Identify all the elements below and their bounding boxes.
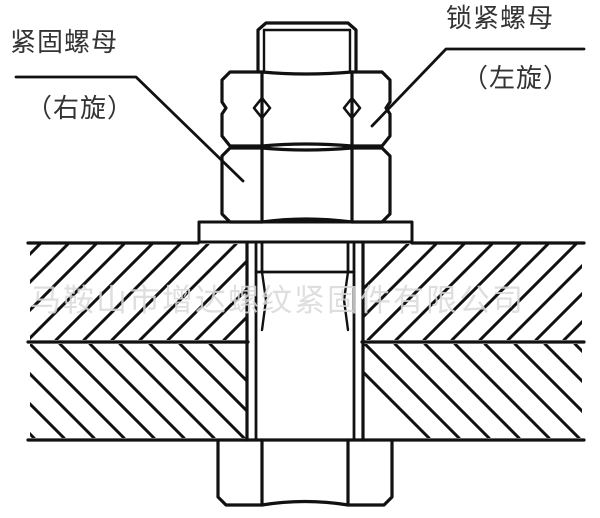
tightening-nut	[222, 148, 390, 222]
watermark-text: 马鞍山市增达螺纹紧固件有限公司	[30, 283, 525, 319]
tightening-nut-direction-label: （右旋）	[26, 94, 135, 124]
leader-line-tightening-nut	[16, 77, 243, 181]
lock-nut-direction-label: （左旋）	[462, 64, 571, 94]
bolt-shank	[256, 243, 354, 440]
top-plate-hatch-left	[0, 244, 320, 340]
bolt-thread-end	[258, 23, 356, 72]
plate-outlines	[28, 243, 584, 440]
washer	[199, 222, 412, 242]
leader-line-lock-nut	[372, 49, 584, 126]
top-plate-hatch-right	[312, 244, 600, 340]
lock-nut	[222, 72, 390, 146]
bottom-plate-hatch-left	[0, 344, 304, 438]
bottom-plate-hatch-right	[335, 344, 600, 438]
lock-nut-label: 锁紧螺母	[446, 4, 555, 34]
tightening-nut-label: 紧固螺母	[10, 28, 119, 58]
bolt-head	[218, 440, 392, 505]
